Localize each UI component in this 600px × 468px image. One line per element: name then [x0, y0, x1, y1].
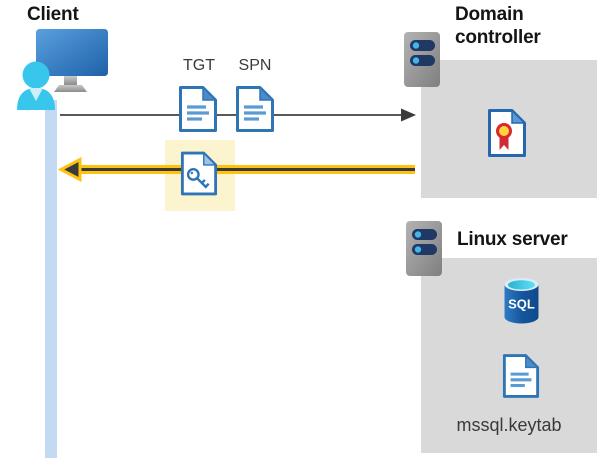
seal-icon: [496, 123, 512, 139]
monitor-stand-base: [54, 85, 87, 92]
linux-server-icon: [406, 221, 442, 276]
client-lifeline: [45, 100, 57, 458]
tgt-document-icon: [179, 85, 218, 132]
client-icon: [17, 29, 108, 110]
person-head: [22, 61, 50, 89]
spn-label: SPN: [238, 57, 272, 74]
response-arrowhead: [57, 157, 82, 182]
domain-controller-server-icon: [404, 32, 440, 87]
ribbon-icon: [499, 136, 509, 150]
sql-badge-text: SQL: [508, 297, 535, 312]
response-arrow-yellow: [57, 157, 415, 182]
spn-document-icon: [236, 85, 275, 132]
linux-server-title: Linux server: [457, 229, 568, 250]
certificate-icon: [488, 108, 527, 157]
keytab-filename: mssql.keytab: [456, 415, 562, 435]
keytab-document-icon: [502, 353, 540, 398]
request-arrowhead: [401, 108, 416, 122]
key-ticket-document-icon: [180, 151, 218, 196]
tgt-label: TGT: [183, 57, 215, 74]
person-collar: [29, 88, 43, 101]
sql-database-icon: SQL: [504, 278, 539, 324]
monitor-icon: [36, 29, 108, 76]
domain-controller-title: Domain controller: [455, 4, 541, 48]
client-title: Client: [27, 4, 79, 25]
monitor-stand-neck: [64, 76, 77, 85]
